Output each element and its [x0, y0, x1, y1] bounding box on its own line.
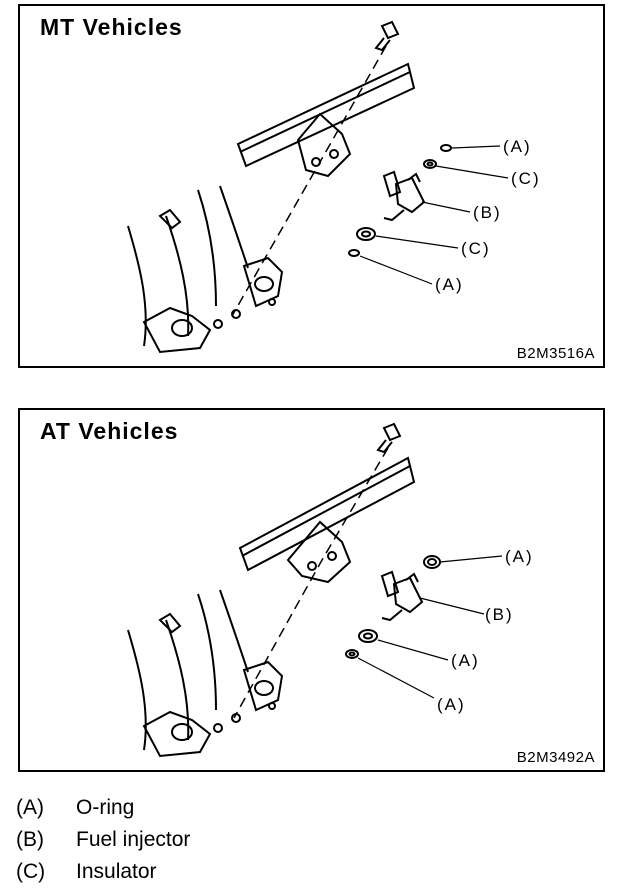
legend-key: (B): [16, 828, 44, 851]
legend-item: (C) Insulator: [16, 856, 190, 888]
callout-b: (B): [485, 605, 514, 624]
parts-legend: (A) O-ring (B) Fuel injector (C) Insulat…: [16, 792, 190, 888]
o-ring-icon: [358, 629, 378, 643]
panel-title-mt: MT Vehicles: [40, 14, 183, 40]
o-ring-icon: [348, 249, 360, 257]
intake-manifold: [127, 185, 284, 354]
o-ring-icon: [423, 555, 441, 569]
leader-lines: [357, 555, 503, 699]
callout-a: (A): [437, 695, 466, 714]
fuel-injector-icon: [380, 570, 424, 622]
fuel-rail: [236, 62, 416, 168]
bolt-icon: [376, 422, 402, 454]
legend-item: (A) O-ring: [16, 792, 190, 824]
at-vehicles-diagram: (A) (B) (A) (A) AT Vehicles B2M3492A: [18, 408, 605, 772]
legend-label: O-ring: [76, 796, 135, 819]
callout-a: (A): [451, 651, 480, 670]
callout-b: (B): [473, 203, 502, 222]
fuel-rail: [238, 456, 416, 572]
callout-a: (A): [505, 547, 534, 566]
legend-label: Insulator: [76, 860, 157, 883]
o-ring-icon: [440, 144, 452, 152]
at-exploded-view: (A) (B) (A) (A): [127, 422, 534, 758]
assembly-line: [233, 447, 389, 719]
legend-item: (B) Fuel injector: [16, 824, 190, 856]
legend-key: (A): [16, 796, 44, 819]
rail-bracket: [296, 112, 352, 178]
legend-label: Fuel injector: [76, 828, 191, 851]
bolt-icon: [374, 20, 400, 52]
intake-manifold: [127, 589, 284, 758]
leader-lines: [359, 145, 509, 285]
assembly-line: [231, 45, 387, 317]
mt-vehicles-diagram: (A) (C) (B) (C) (A) MT Vehicles B2M3516A: [18, 4, 605, 368]
figure-code-at: B2M3492A: [516, 749, 595, 766]
callout-c: (C): [511, 169, 541, 188]
insulator-icon: [423, 159, 437, 169]
o-ring-icon: [345, 649, 359, 659]
callout-a: (A): [503, 137, 532, 156]
insulator-icon: [356, 227, 376, 241]
legend-key: (C): [16, 860, 46, 883]
callout-a: (A): [435, 275, 464, 294]
callout-c: (C): [461, 239, 491, 258]
fuel-injector-icon: [382, 170, 426, 222]
panel-title-at: AT Vehicles: [40, 418, 179, 444]
figure-code-mt: B2M3516A: [516, 345, 595, 362]
mt-exploded-view: (A) (C) (B) (C) (A): [127, 20, 541, 354]
rail-bracket: [286, 520, 352, 584]
